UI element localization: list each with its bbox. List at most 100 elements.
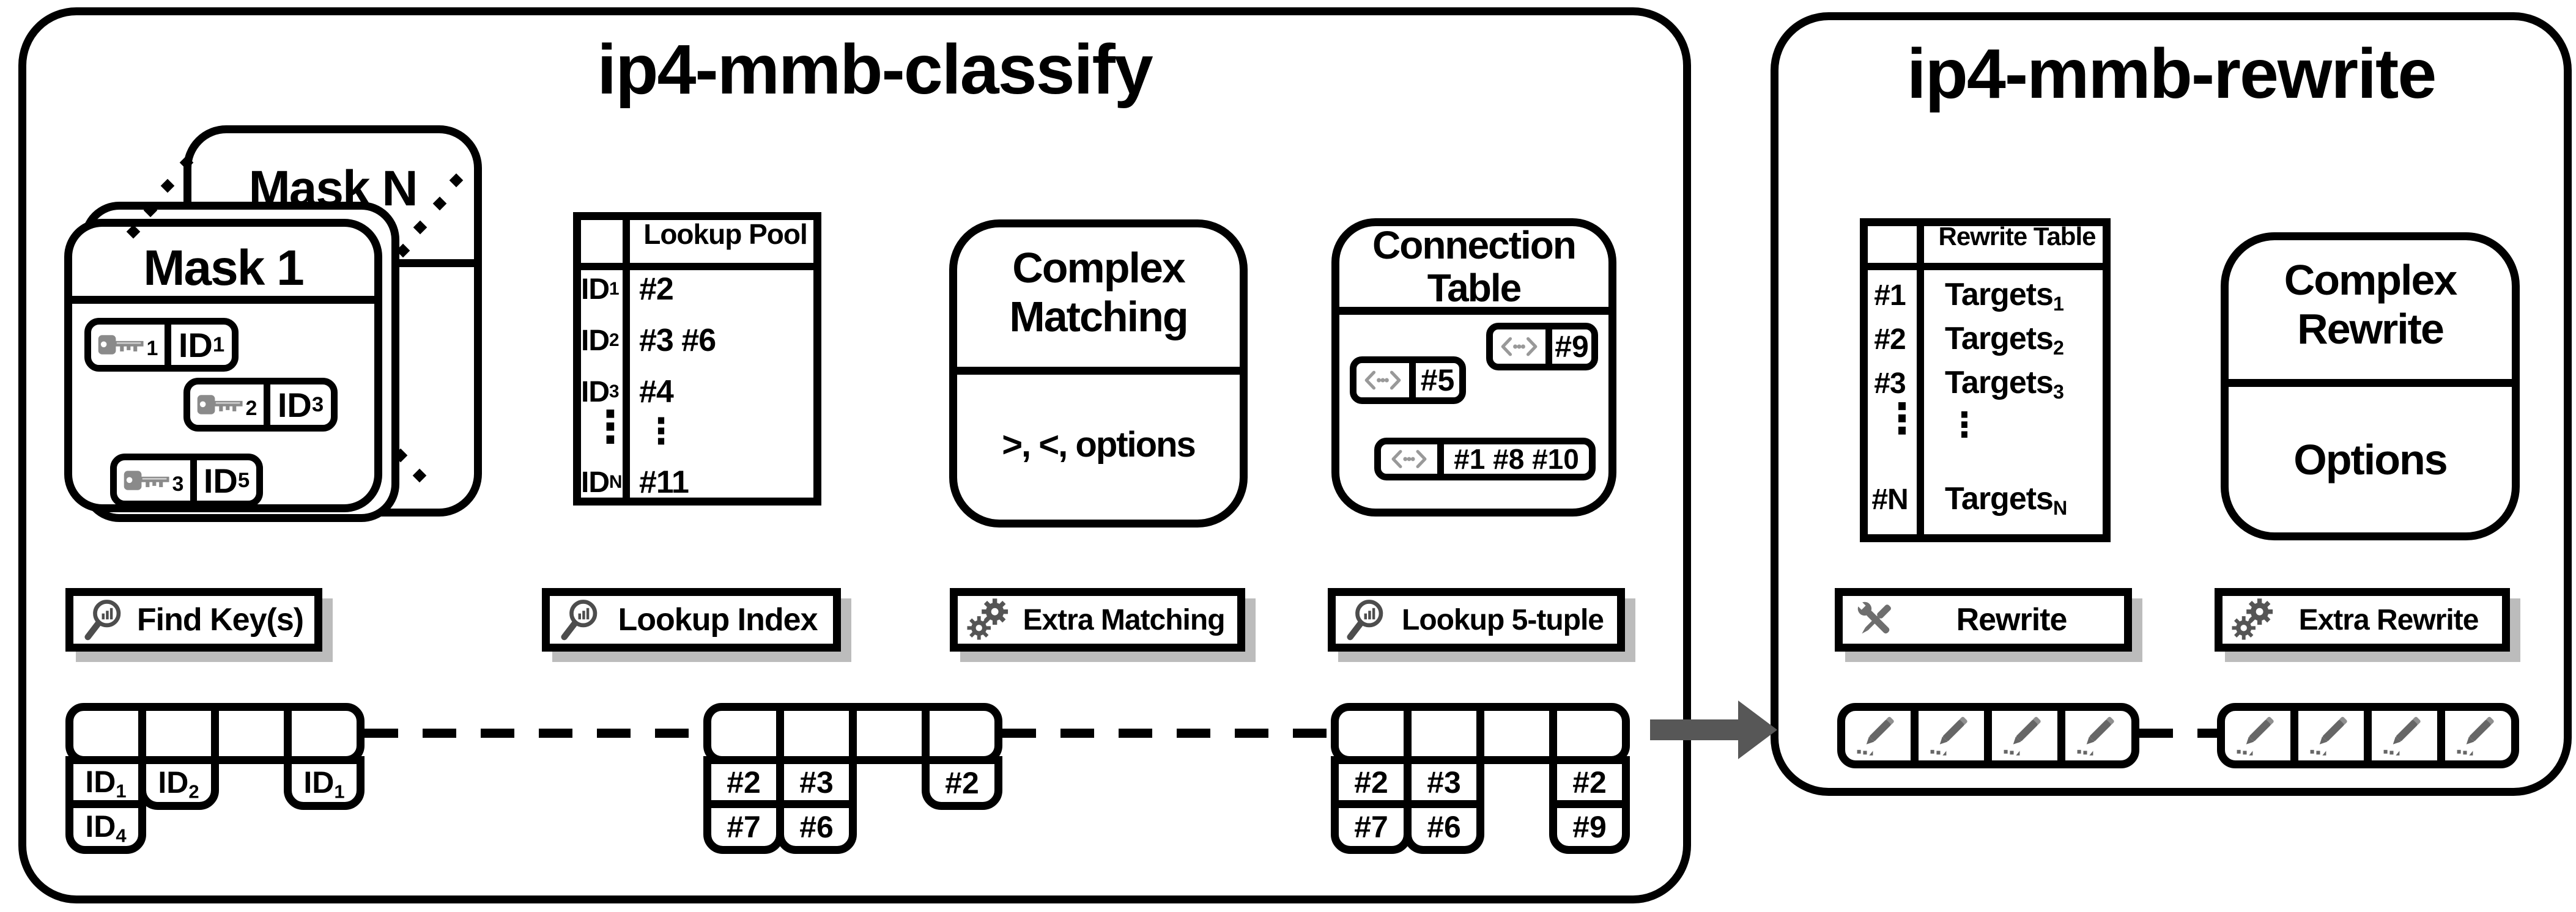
step-label: Extra Matching	[1023, 603, 1225, 636]
lookup-pool-ellipsis: ⋮	[643, 410, 679, 452]
packet-divider	[211, 703, 219, 764]
rewrite-table-row-idx: #2	[1874, 323, 1906, 356]
lookup-5tuple-step: Lookup 5-tuple	[1328, 588, 1625, 652]
flow-brackets-icon	[1390, 447, 1428, 471]
pencil-icon	[2234, 713, 2281, 759]
rewrite-table-row-targets: TargetsN	[1945, 481, 2067, 520]
connection-entry: #5	[1350, 356, 1466, 404]
lookup-pool-header-divider	[573, 263, 821, 270]
node-arrow-head	[1738, 701, 1777, 759]
complex-matching-title: Complex Matching	[1009, 244, 1188, 340]
chain-connector-dashes	[365, 729, 703, 738]
key-icon	[196, 390, 246, 419]
pencil-icon	[2308, 713, 2354, 759]
lookup-pool-column-divider	[623, 212, 630, 506]
wrench-screwdriver-icon	[1851, 595, 1900, 644]
extra-matching-step: Extra Matching	[950, 588, 1245, 652]
rewrite-table-row-idx: #1	[1874, 279, 1906, 312]
flow-cell	[1381, 444, 1444, 474]
packet-id-tab: ID2	[138, 756, 219, 810]
pencil-icon	[1928, 713, 1974, 759]
packet-divider	[2437, 703, 2445, 768]
chain-connector-dashes	[2139, 729, 2217, 738]
key-number: 2	[245, 397, 257, 420]
packet-divider	[1911, 703, 1919, 768]
step-label: Extra Rewrite	[2298, 603, 2479, 636]
extra-rewrite-step: Extra Rewrite	[2215, 588, 2510, 652]
flow-brackets-icon	[1500, 334, 1539, 359]
packet-divider	[1476, 703, 1484, 764]
rewrite-step: Rewrite	[1835, 588, 2132, 652]
id-subscript: 5	[237, 468, 250, 492]
step-label: Find Key(s)	[136, 602, 304, 638]
packet-rule-tab: #3	[1404, 756, 1484, 808]
rewrite-node-title: ip4-mmb-rewrite	[1906, 35, 2437, 113]
complex-rewrite-title: Complex Rewrite	[2284, 256, 2458, 353]
step-label: Lookup Index	[618, 602, 818, 638]
pencil-icon	[2074, 713, 2121, 759]
packet-id-tab: ID1	[284, 756, 365, 810]
find-keys-step: Find Key(s)	[65, 588, 322, 652]
magnifier-chart-icon	[1344, 597, 1390, 642]
id-label: ID	[178, 325, 213, 364]
packet-rule-tab: #7	[703, 800, 784, 854]
connection-entry: #9	[1486, 323, 1598, 370]
id-subscript: 1	[212, 333, 225, 356]
rewrite-table-header: Rewrite Table	[1938, 222, 2097, 251]
key-cell: 3	[117, 460, 197, 501]
pencil-icon	[2001, 713, 2048, 759]
pencil-icon	[1854, 713, 1901, 759]
id-label: ID	[203, 461, 238, 500]
packet-rule-tab: #6	[1404, 800, 1484, 854]
rewrite-table-ellipsis: ⋮	[1947, 405, 1982, 445]
classify-node-title: ip4-mmb-classify	[597, 31, 1153, 109]
key-cell: 1	[91, 325, 171, 365]
complex-rewrite-content: Options	[2293, 436, 2448, 484]
gears-icon	[2231, 597, 2276, 642]
step-label: Lookup 5-tuple	[1402, 603, 1604, 636]
lookup-pool-row-value: #2	[639, 271, 674, 307]
connection-entry: #1 #8 #10	[1374, 438, 1596, 480]
flow-brackets-icon	[1363, 368, 1402, 392]
lookup-pool-table	[573, 212, 821, 506]
packet-divider	[138, 703, 146, 764]
packet-id-tab: ID4	[65, 800, 146, 854]
flow-cell	[1493, 329, 1552, 364]
connection-table-title: Connection Table	[1372, 223, 1577, 310]
rewrite-table-column-divider	[1917, 218, 1924, 542]
packet-rule-tab: #6	[776, 800, 857, 854]
mask-front-separator	[68, 296, 379, 304]
rewrite-table-row-idx: #3	[1874, 367, 1906, 400]
rewrite-table-row-targets: Targets2	[1945, 321, 2064, 359]
rewrite-table-ellipsis: ⋮	[1881, 395, 1923, 443]
connection-rule-ids: #1 #8 #10	[1454, 443, 1579, 475]
lookup-pool-row-value: #3 #6	[639, 323, 716, 358]
lookup-pool-header: Lookup Pool	[643, 218, 808, 250]
packet-divider	[284, 703, 292, 764]
magnifier-chart-icon	[82, 597, 127, 642]
key-cell: 2	[190, 384, 270, 425]
pencil-icon	[2454, 713, 2501, 759]
rewrite-table-header-divider	[1860, 263, 2111, 270]
lookup-pool-ellipsis: ⋮	[588, 401, 632, 452]
packet-divider	[2290, 703, 2298, 768]
pencil-icon	[2381, 713, 2427, 759]
packet-rule-tab: #9	[1549, 800, 1630, 854]
lookup-pool-row-value: #11	[639, 465, 689, 500]
key-number: 3	[172, 473, 184, 496]
connection-table-divider	[1339, 307, 1608, 315]
complex-matching-content: >, <, options	[1002, 425, 1196, 465]
lookup-pool-row-value: #4	[639, 374, 674, 410]
complex-rewrite-divider	[2229, 379, 2512, 387]
packet-rule-tab: #2	[703, 756, 784, 808]
id-label: ID	[277, 385, 312, 424]
packet-divider	[1549, 703, 1557, 764]
